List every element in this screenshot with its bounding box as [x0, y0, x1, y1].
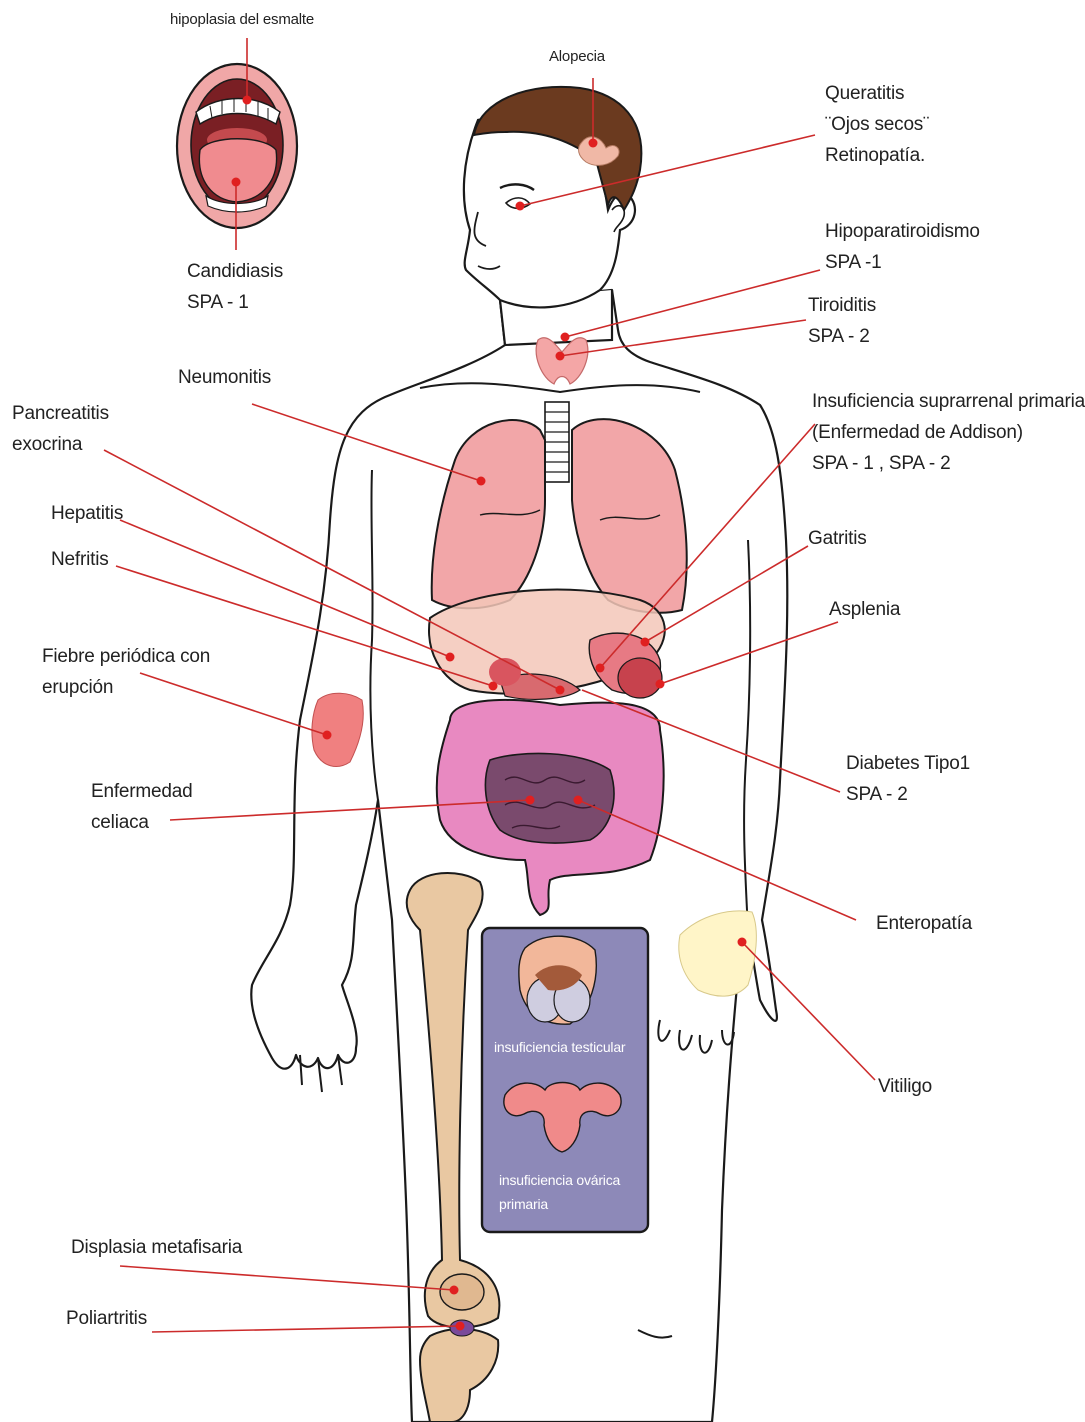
- label-addison: Insuficiencia suprarrenal primaria (Enfe…: [812, 386, 1085, 479]
- label-pneumonitis: Neumonitis: [178, 362, 271, 393]
- label-vitiligo: Vitiligo: [878, 1071, 932, 1102]
- label-nephritis: Nefritis: [51, 544, 109, 575]
- mouth-illustration: [177, 64, 297, 228]
- label-pancreatitis: Pancreatitis exocrina: [12, 398, 109, 460]
- label-candidiasis: Candidiasis SPA - 1: [187, 256, 283, 318]
- label-gastritis: Gatritis: [808, 523, 867, 554]
- label-alopecia: Alopecia: [549, 45, 605, 69]
- label-polyarthritis: Poliartritis: [66, 1303, 147, 1334]
- label-ovarian-failure: insuficiencia ovárica primaria: [499, 1168, 620, 1216]
- label-asplenia: Asplenia: [829, 594, 900, 625]
- label-periodic-fever: Fiebre periódica con erupción: [42, 641, 210, 703]
- label-testicular-failure: insuficiencia testicular: [494, 1035, 625, 1059]
- label-diabetes: Diabetes Tipo1 SPA - 2: [846, 748, 970, 810]
- label-enteropathy: Enteropatía: [876, 908, 972, 939]
- label-enamel-hypoplasia: hipoplasia del esmalte: [170, 8, 314, 32]
- label-hepatitis: Hepatitis: [51, 498, 123, 529]
- label-keratitis: Queratitis ¨Ojos secos¨ Retinopatía.: [825, 78, 929, 171]
- label-thyroiditis: Tiroiditis SPA - 2: [808, 290, 876, 352]
- label-celiac: Enfermedad celiaca: [91, 776, 193, 838]
- label-hypoparathyroidism: Hipoparatiroidismo SPA -1: [825, 216, 980, 278]
- label-metaphyseal-dysplasia: Displasia metafisaria: [71, 1232, 242, 1263]
